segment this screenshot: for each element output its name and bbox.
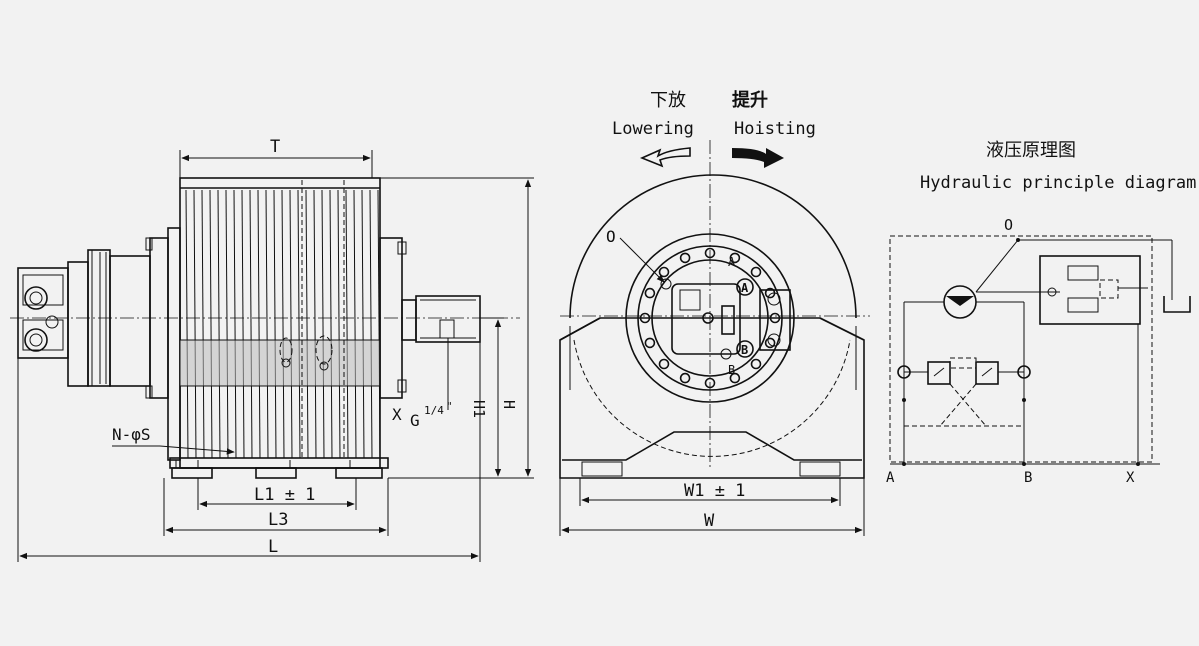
hydraulic-title-en: Hydraulic principle diagram bbox=[920, 173, 1196, 193]
front-port-b-label: B bbox=[728, 363, 735, 377]
hoisting-en: Hoisting bbox=[734, 119, 816, 139]
hydraulic-port-o: O bbox=[1004, 216, 1013, 234]
front-port-a-label: A bbox=[728, 255, 736, 269]
port-x-label: X bbox=[392, 405, 402, 424]
dim-t-label: T bbox=[270, 137, 280, 157]
lowering-cn: 下放 bbox=[650, 90, 686, 111]
hydraulic-port-b: B bbox=[1024, 470, 1032, 486]
front-port-b-mark: B bbox=[741, 343, 748, 357]
hoisting-cn: 提升 bbox=[732, 89, 768, 111]
valve-right bbox=[975, 361, 999, 385]
port-g-inch: " bbox=[446, 400, 453, 413]
dim-l-label: L bbox=[268, 537, 278, 557]
rope-grooves bbox=[185, 189, 381, 459]
bolt-circle bbox=[639, 247, 781, 389]
hydraulic-port-a: A bbox=[886, 470, 895, 486]
dim-w-label: W bbox=[704, 511, 715, 531]
dim-h-label: H bbox=[500, 400, 518, 409]
holes-label: N-φS bbox=[112, 425, 151, 444]
lowering-en: Lowering bbox=[612, 119, 694, 139]
flange-outline bbox=[569, 174, 857, 319]
front-port-o-label: O bbox=[606, 227, 616, 246]
dim-l1-label: L1 ± 1 bbox=[254, 485, 315, 505]
hydraulic-title-cn: 液压原理图 bbox=[986, 140, 1076, 161]
fitting-icon bbox=[24, 286, 59, 352]
front-port-a-mark: A bbox=[741, 281, 749, 295]
hoisting-arrow-icon bbox=[732, 148, 784, 168]
brake-symbol bbox=[1039, 255, 1141, 325]
motor-flange bbox=[625, 233, 795, 403]
hydraulic-port-x: X bbox=[1126, 470, 1135, 486]
brake-housing bbox=[415, 295, 481, 343]
side-view: T L L3 L1 ± 1 H H1 N-φS X G 1/4 " bbox=[10, 137, 534, 562]
dim-w1-label: W1 ± 1 bbox=[684, 481, 745, 501]
valve-left bbox=[927, 361, 951, 385]
port-g-fraction: 1/4 bbox=[424, 404, 444, 417]
lowering-arrow-icon bbox=[639, 147, 691, 168]
hydraulic-diagram: 液压原理图 Hydraulic principle diagram O bbox=[886, 140, 1196, 486]
dim-l3-label: L3 bbox=[268, 510, 288, 530]
port-g-label: G bbox=[410, 411, 420, 430]
valve-block bbox=[671, 283, 741, 355]
dim-h1-label: H1 bbox=[470, 400, 488, 418]
front-view: A B A B O 下放 Lowering 提升 Hoisting W1 ± 1… bbox=[559, 89, 870, 536]
